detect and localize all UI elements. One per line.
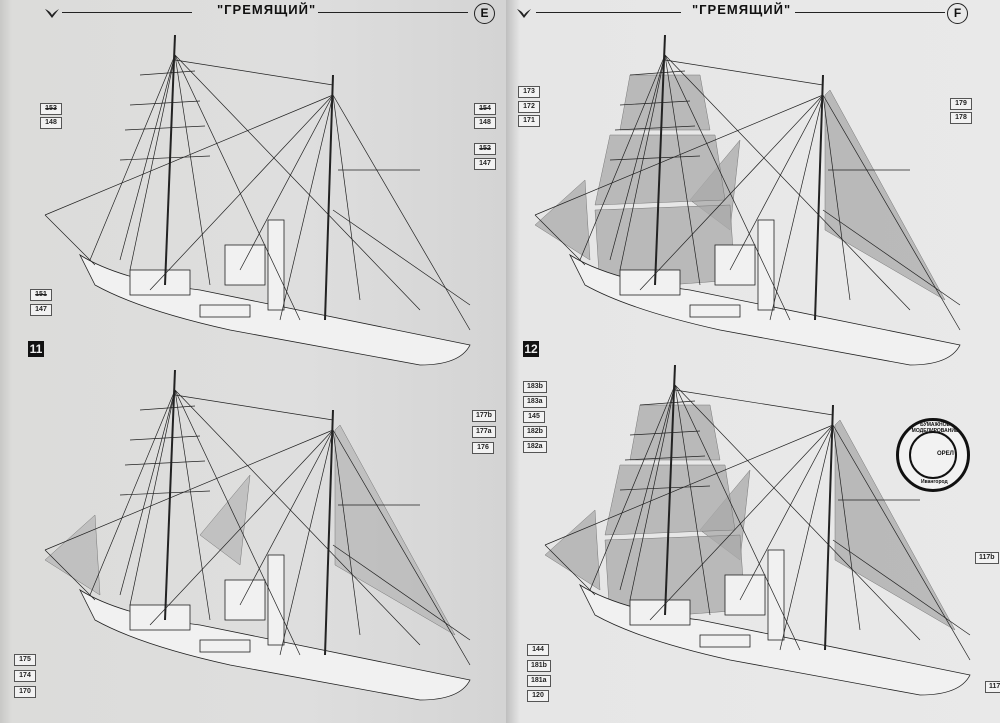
orel-logo-icon (517, 9, 531, 18)
part-label: 170 (14, 686, 36, 698)
part-label: 182b (523, 426, 547, 438)
ship-step-f (534, 34, 961, 366)
step-number: 11 (28, 341, 44, 357)
part-label: 177a (472, 426, 496, 438)
part-label: 181a (527, 675, 551, 687)
part-label: 182a (523, 441, 547, 453)
part-label: 148 (474, 117, 496, 129)
header-rule (536, 12, 681, 13)
stamp-city: Ивангород (921, 479, 948, 485)
header-rule (318, 12, 468, 13)
hull (79, 554, 471, 701)
part-label-crossed: 154 (474, 103, 496, 115)
header-rule (795, 12, 945, 13)
part-label: 173 (518, 86, 540, 98)
part-label: 174 (14, 670, 36, 682)
part-label: 148 (40, 117, 62, 129)
part-label: 120 (527, 690, 549, 702)
part-label: 117b (975, 552, 999, 564)
part-label-crossed: 152 (474, 143, 496, 155)
sails (44, 424, 456, 636)
part-label: 183b (523, 381, 547, 393)
page-letter: F (947, 3, 968, 24)
step-number: 12 (523, 341, 539, 357)
hull (569, 219, 961, 366)
ship-step-11 (44, 369, 471, 701)
part-label: 179 (950, 98, 972, 110)
page-title: "ГРЕМЯЩИЙ" (692, 2, 792, 17)
part-label: 144 (527, 644, 549, 656)
page-title: "ГРЕМЯЩИЙ" (217, 2, 317, 17)
rigging (544, 364, 971, 661)
funnel (267, 554, 285, 646)
ship-step-e (44, 34, 471, 366)
stamp-top-text: БУМАЖНОЕ МОДЕЛИРОВАНИЕ (911, 422, 959, 434)
part-label: 177b (472, 410, 496, 422)
part-label: 183a (523, 396, 547, 408)
part-label: 178 (950, 112, 972, 124)
funnel (757, 219, 775, 311)
hull (579, 549, 971, 696)
orel-logo-icon (45, 9, 59, 18)
part-label: 145 (523, 411, 545, 423)
part-label: 147 (474, 158, 496, 170)
part-label: 172 (518, 101, 540, 113)
part-label: 175 (14, 654, 36, 666)
part-label-crossed: 153 (40, 103, 62, 115)
part-label: 147 (30, 304, 52, 316)
hull (79, 219, 471, 366)
stamp-brand: ОРЕЛ (937, 451, 954, 457)
part-label: 117a (985, 681, 1000, 693)
funnel (267, 219, 285, 311)
rigging (44, 369, 471, 666)
rigging (44, 34, 471, 331)
funnel (767, 549, 785, 641)
ship-step-12 (544, 364, 971, 696)
part-label: 176 (472, 442, 494, 454)
rigging (534, 34, 961, 331)
page-letter: E (474, 3, 495, 24)
header-rule (62, 12, 192, 13)
part-label-crossed: 151 (30, 289, 52, 301)
part-label: 181b (527, 660, 551, 672)
part-label: 171 (518, 115, 540, 127)
eagle-logo-icon (909, 431, 957, 479)
sails (544, 404, 956, 631)
publisher-stamp: БУМАЖНОЕ МОДЕЛИРОВАНИЕ ОРЕЛ Ивангород (896, 418, 970, 492)
